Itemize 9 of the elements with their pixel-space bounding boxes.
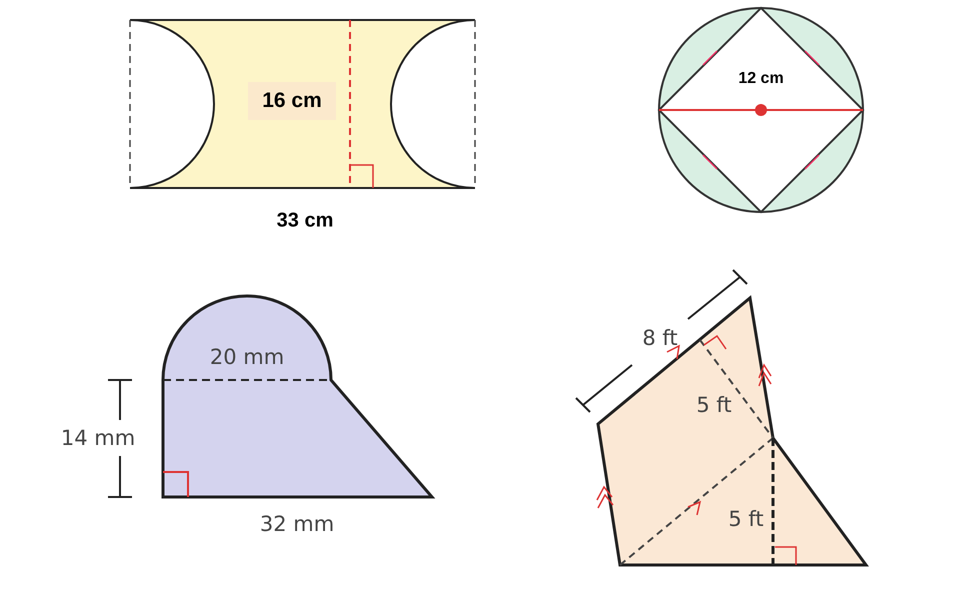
dimension-label: 5 ft <box>696 393 732 417</box>
dimension-label: 16 cm <box>262 89 322 113</box>
dimension-label: 33 cm <box>276 210 334 232</box>
dimension-label: 5 ft <box>728 507 764 531</box>
dimension-label: 12 cm <box>738 70 784 88</box>
dimension-label: 32 mm <box>260 512 334 536</box>
dimension-label: 8 ft <box>642 326 678 350</box>
dimension-label: 14 mm <box>60 426 136 450</box>
dimension-label: 20 mm <box>210 345 284 369</box>
